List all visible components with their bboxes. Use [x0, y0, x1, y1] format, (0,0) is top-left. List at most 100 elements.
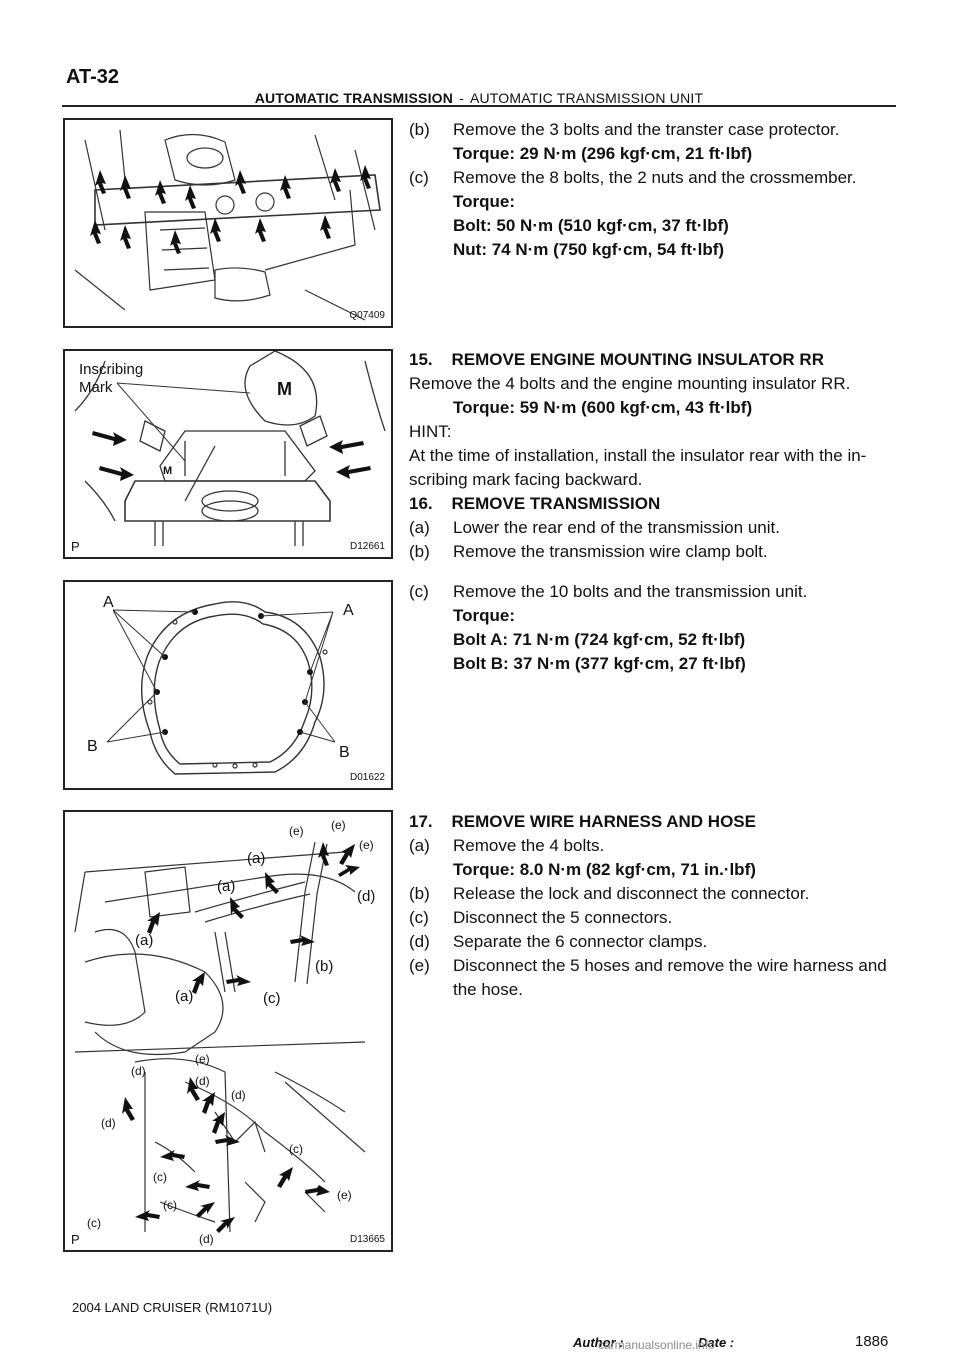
callout-b: (b) [315, 958, 334, 975]
step-label: (c) [409, 168, 429, 187]
step-label: (c) [409, 908, 429, 927]
section-wire-harness-text: 17. REMOVE WIRE HARNESS AND HOSE (a) Rem… [409, 810, 909, 1002]
step-label: (b) [409, 120, 430, 139]
step-a: (a) Lower the rear end of the transmissi… [409, 516, 909, 540]
footer-page-number: 1886 [855, 1333, 889, 1350]
callout-e: (e) [359, 838, 374, 852]
step-c: (c) Remove the 10 bolts and the transmis… [409, 580, 909, 604]
callout-a: (a) [175, 988, 194, 1005]
svg-text:M: M [163, 465, 172, 477]
step-text-continued: the hose. [453, 980, 523, 999]
bolt-label-a-left: A [103, 594, 114, 611]
step-text: Separate the 6 connector clamps. [453, 932, 708, 951]
callout-c: (c) [263, 990, 281, 1007]
step-text: Remove the 3 bolts and the transter case… [453, 120, 840, 139]
bolt-label-a-right: A [343, 602, 354, 619]
footer-author-label: Author : [573, 1335, 624, 1350]
figure-p-mark: P [71, 1232, 80, 1247]
footer-model: 2004 LAND CRUISER (RM1071U) [72, 1300, 273, 1315]
page-code: AT-32 [66, 66, 119, 88]
step-b: (b) Remove the transmission wire clamp b… [409, 540, 909, 564]
step-b: (b) Release the lock and disconnect the … [409, 882, 909, 906]
header-separator: - [459, 90, 464, 106]
step-text: Remove the 4 bolts and the engine mounti… [409, 374, 851, 393]
running-header: AUTOMATIC TRANSMISSION-AUTOMATIC TRANSMI… [62, 90, 896, 106]
callout-e: (e) [331, 818, 346, 832]
figure-code: Q07409 [349, 310, 385, 321]
callout-d: (d) [101, 1116, 116, 1130]
step-label: (b) [409, 542, 430, 561]
figure-crossmember: Q07409 [63, 118, 393, 328]
inscribing-mark-callout: Inscribing Mark [79, 361, 143, 397]
footer-date-label: Date : [698, 1335, 735, 1350]
section-insulator-text: 15. REMOVE ENGINE MOUNTING INSULATOR RR … [409, 348, 909, 564]
figure-code: D01622 [349, 772, 385, 783]
step-d: (d) Separate the 6 connector clamps. [409, 930, 909, 954]
hint-label: HINT: [409, 422, 452, 441]
torque-spec: Nut: 74 N·m (750 kgf·cm, 54 ft·lbf) [453, 240, 725, 259]
callout-e: (e) [337, 1188, 352, 1202]
step-text: Remove the 8 bolts, the 2 nuts and the c… [453, 168, 857, 187]
insulator-illustration: M M [74, 351, 386, 546]
step-e: (e) Disconnect the 5 hoses and remove th… [409, 954, 909, 978]
callout-a: (a) [217, 878, 236, 895]
section-crossmember-text: (b) Remove the 3 bolts and the transter … [409, 118, 909, 262]
hint-text: At the time of installation, install the… [409, 446, 867, 465]
figure-code: D12661 [349, 541, 385, 552]
watermark: carmanualsonline.info [598, 1338, 715, 1352]
callout-c: (c) [163, 1198, 177, 1212]
step-text: Remove the 4 bolts. [453, 836, 605, 855]
callout-e: (e) [195, 1052, 210, 1066]
step-text: Release the lock and disconnect the conn… [453, 884, 810, 903]
step-text: Lower the rear end of the transmission u… [453, 518, 780, 537]
step-text: Remove the transmission wire clamp bolt. [453, 542, 768, 561]
figure-insulator: M M Inscribing Mark P D12661 [63, 349, 393, 559]
callout-line-1: Inscribing [79, 361, 144, 378]
step-label: (e) [409, 956, 430, 975]
figure-code: D13665 [349, 1234, 385, 1245]
step-label: (c) [409, 582, 429, 601]
step-text: Disconnect the 5 hoses and remove the wi… [453, 956, 887, 975]
hint-text: scribing mark facing backward. [409, 470, 643, 489]
callout-d: (d) [357, 888, 376, 905]
step-label: (a) [409, 836, 430, 855]
section-heading: 17. REMOVE WIRE HARNESS AND HOSE [409, 812, 756, 831]
step-b: (b) Remove the 3 bolts and the transter … [409, 118, 909, 142]
callout-d: (d) [131, 1064, 146, 1078]
torque-spec: Bolt B: 37 N·m (377 kgf·cm, 27 ft·lbf) [453, 654, 746, 673]
step-text: Disconnect the 5 connectors. [453, 908, 673, 927]
bolt-label-b-left: B [87, 738, 98, 755]
svg-text:M: M [277, 379, 292, 399]
callout-d: (d) [195, 1074, 210, 1088]
torque-heading: Torque: [453, 192, 516, 211]
header-title: AUTOMATIC TRANSMISSION [254, 90, 454, 106]
callout-d: (d) [231, 1088, 246, 1102]
figure-p-mark: P [71, 539, 80, 554]
crossmember-illustration [74, 129, 381, 321]
torque-spec: Bolt: 50 N·m (510 kgf·cm, 37 ft·lbf) [453, 216, 729, 235]
section-transmission-bolts-text: (c) Remove the 10 bolts and the transmis… [409, 580, 909, 676]
callout-c: (c) [153, 1170, 167, 1184]
step-label: (d) [409, 932, 430, 951]
step-a: (a) Remove the 4 bolts. [409, 834, 909, 858]
callout-a: (a) [247, 850, 266, 867]
section-heading: 15. REMOVE ENGINE MOUNTING INSULATOR RR [409, 350, 824, 369]
torque-spec: Torque: 59 N·m (600 kgf·cm, 43 ft·lbf) [453, 398, 753, 417]
figure-wire-harness: (e) (e) (e) (a) (a) (d) (a) (b) (a) (c) … [63, 810, 393, 1252]
callout-e: (e) [289, 824, 304, 838]
callout-c: (c) [289, 1142, 303, 1156]
bolt-label-b-right: B [339, 744, 350, 761]
bellhousing-illustration [106, 601, 336, 775]
header-subtitle: AUTOMATIC TRANSMISSION UNIT [469, 90, 704, 106]
step-text: Remove the 10 bolts and the transmission… [453, 582, 808, 601]
torque-heading: Torque: [453, 606, 516, 625]
callout-line-2: Mark [79, 379, 113, 396]
figure-bellhousing: A A B B D01622 [63, 580, 393, 790]
torque-spec: Torque: 8.0 N·m (82 kgf·cm, 71 in.·lbf) [453, 860, 756, 879]
step-c: (c) Disconnect the 5 connectors. [409, 906, 909, 930]
step-c: (c) Remove the 8 bolts, the 2 nuts and t… [409, 166, 909, 190]
callout-a: (a) [135, 932, 154, 949]
step-label: (a) [409, 518, 430, 537]
step-label: (b) [409, 884, 430, 903]
header-rule [62, 105, 896, 107]
